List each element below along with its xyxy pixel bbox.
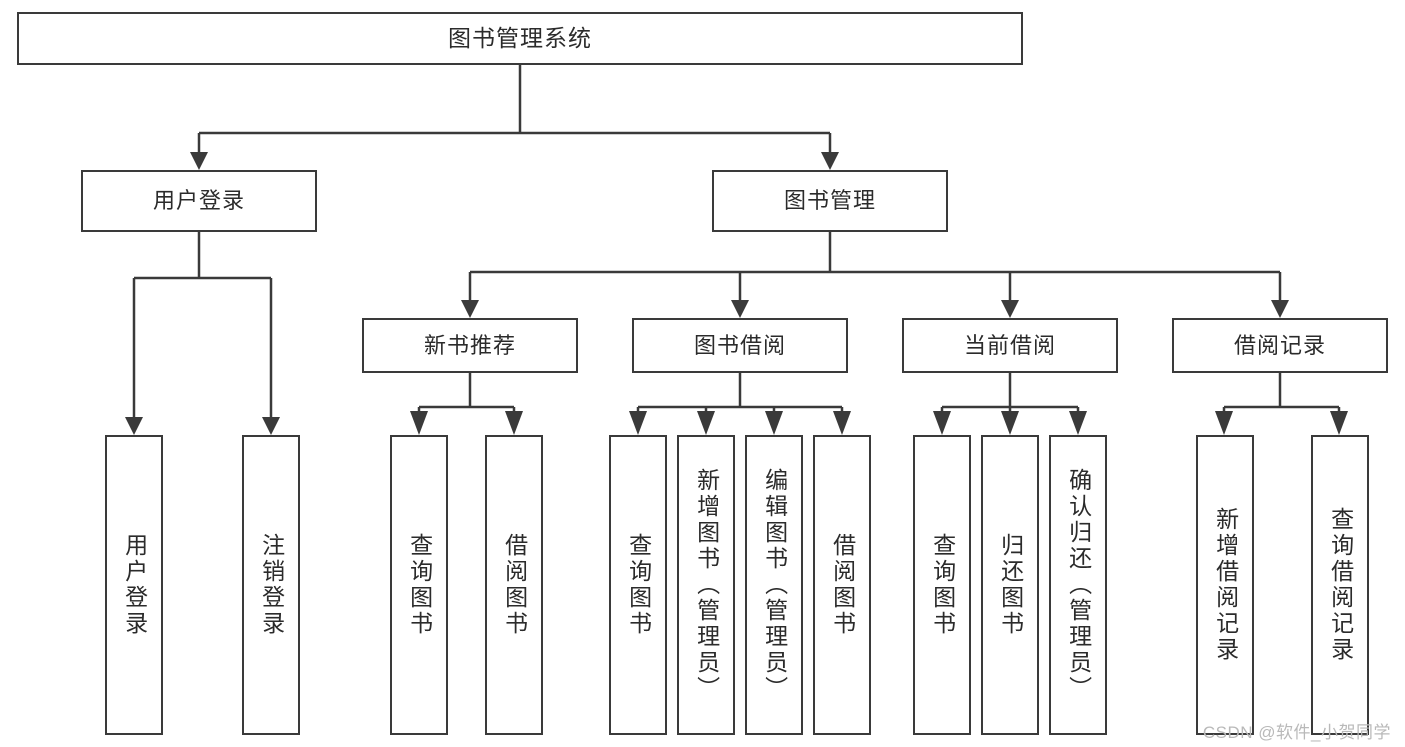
leaf-borrow-book-new[interactable]: 借阅图书	[485, 435, 543, 735]
arrowhead-leaf-8	[933, 411, 951, 435]
leaf-add-book-admin-label: 新增图书（管理员）	[693, 468, 720, 702]
arrowhead-leaf-7	[833, 411, 851, 435]
leaf-borrow-book-new-label: 借阅图书	[501, 533, 528, 637]
arrowhead-leaf-2	[410, 411, 428, 435]
arrowhead-leaf-0	[125, 417, 143, 435]
arrowhead-current-borrow	[1001, 300, 1019, 318]
node-book-borrow[interactable]: 图书借阅	[632, 318, 848, 373]
leaf-add-book-admin[interactable]: 新增图书（管理员）	[677, 435, 735, 735]
leaf-query-book-new[interactable]: 查询图书	[390, 435, 448, 735]
node-user-login[interactable]: 用户登录	[81, 170, 317, 232]
arrowhead-borrow-book	[731, 300, 749, 318]
node-borrow-record[interactable]: 借阅记录	[1172, 318, 1388, 373]
arrowhead-leaf-11	[1215, 411, 1233, 435]
leaf-edit-book-admin-label: 编辑图书（管理员）	[761, 468, 788, 702]
leaf-return-book-label: 归还图书	[997, 533, 1024, 637]
node-current-borrow[interactable]: 当前借阅	[902, 318, 1118, 373]
leaf-logout[interactable]: 注销登录	[242, 435, 300, 735]
leaf-edit-book-admin[interactable]: 编辑图书（管理员）	[745, 435, 803, 735]
leaf-confirm-return-admin-label: 确认归还（管理员）	[1065, 468, 1092, 702]
leaf-borrow-book[interactable]: 借阅图书	[813, 435, 871, 735]
arrowhead-borrow-record	[1271, 300, 1289, 318]
arrowhead-leaf-6	[765, 411, 783, 435]
node-root[interactable]: 图书管理系统	[17, 12, 1023, 65]
arrowhead-leaf-10	[1069, 411, 1087, 435]
leaf-confirm-return-admin[interactable]: 确认归还（管理员）	[1049, 435, 1107, 735]
arrowhead-leaf-1	[262, 417, 280, 435]
leaf-add-borrow-record[interactable]: 新增借阅记录	[1196, 435, 1254, 735]
leaf-query-borrow-record[interactable]: 查询借阅记录	[1311, 435, 1369, 735]
arrowhead-leaf-3	[505, 411, 523, 435]
leaf-add-borrow-record-label: 新增借阅记录	[1212, 507, 1239, 663]
node-book-management-label: 图书管理	[783, 188, 876, 214]
node-new-book-recommend[interactable]: 新书推荐	[362, 318, 578, 373]
node-new-book-recommend-label: 新书推荐	[423, 332, 516, 358]
leaf-return-book[interactable]: 归还图书	[981, 435, 1039, 735]
node-current-borrow-label: 当前借阅	[963, 332, 1056, 358]
node-book-management[interactable]: 图书管理	[712, 170, 948, 232]
leaf-query-book-new-label: 查询图书	[406, 533, 433, 637]
arrowhead-book-manage	[821, 152, 839, 170]
arrowhead-user-login	[190, 152, 208, 170]
node-borrow-record-label: 借阅记录	[1233, 332, 1326, 358]
leaf-user-login[interactable]: 用户登录	[105, 435, 163, 735]
arrowhead-leaf-4	[629, 411, 647, 435]
node-user-login-label: 用户登录	[152, 188, 245, 214]
leaf-logout-label: 注销登录	[258, 533, 285, 637]
watermark: CSDN @软件_小贺同学	[1202, 723, 1391, 742]
node-book-borrow-label: 图书借阅	[693, 332, 786, 358]
leaf-query-borrow-record-label: 查询借阅记录	[1327, 507, 1354, 663]
arrowhead-leaf-5	[697, 411, 715, 435]
leaf-query-book-borrow[interactable]: 查询图书	[609, 435, 667, 735]
arrowhead-leaf-12	[1330, 411, 1348, 435]
node-root-label: 图书管理系统	[448, 25, 592, 52]
leaf-borrow-book-label: 借阅图书	[829, 533, 856, 637]
leaf-query-book-borrow-label: 查询图书	[625, 533, 652, 637]
leaf-query-book-current[interactable]: 查询图书	[913, 435, 971, 735]
arrowhead-new-book	[461, 300, 479, 318]
arrowhead-leaf-9	[1001, 411, 1019, 435]
leaf-query-book-current-label: 查询图书	[929, 533, 956, 637]
leaf-user-login-label: 用户登录	[121, 533, 148, 637]
